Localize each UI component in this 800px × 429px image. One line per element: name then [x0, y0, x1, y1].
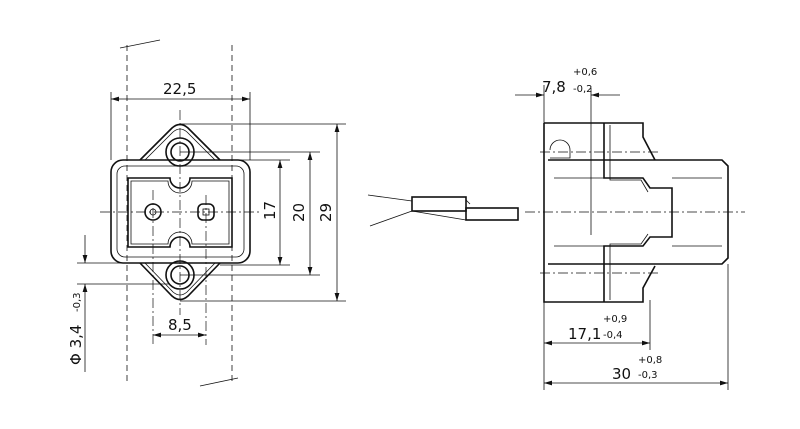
- dim-overall-height: 29: [317, 203, 335, 222]
- dim-hole-spacing: 20: [290, 203, 308, 222]
- dim-hole-diameter: Φ 3,4: [67, 325, 85, 365]
- dim-length-tol-plus: +0,8: [638, 355, 662, 366]
- dim-hole-diameter-tol: -0,3: [72, 292, 83, 312]
- dim-width: 22,5: [163, 80, 196, 98]
- dim-flange-tol-plus: +0,6: [573, 67, 597, 78]
- front-view: 22,5 17 20 29 Φ 3,4 -0,3 8,5: [67, 39, 346, 387]
- dim-pin-spacing: 8,5: [168, 316, 192, 334]
- side-view: 7,8 +0,6 -0,2 17,1 +0,9 -0,4 30 +0,8 -0,…: [515, 67, 745, 390]
- dim-body-tol-minus: -0,4: [603, 330, 623, 341]
- dim-body: 17,1: [568, 325, 601, 343]
- dim-flange: 7,8: [542, 78, 566, 96]
- wires: [367, 194, 519, 227]
- dim-inner-height: 17: [261, 201, 279, 220]
- dim-flange-tol-minus: -0,2: [573, 84, 593, 95]
- dim-body-tol-plus: +0,9: [603, 314, 627, 325]
- dim-length: 30: [612, 365, 631, 383]
- dim-length-tol-minus: -0,3: [638, 370, 658, 381]
